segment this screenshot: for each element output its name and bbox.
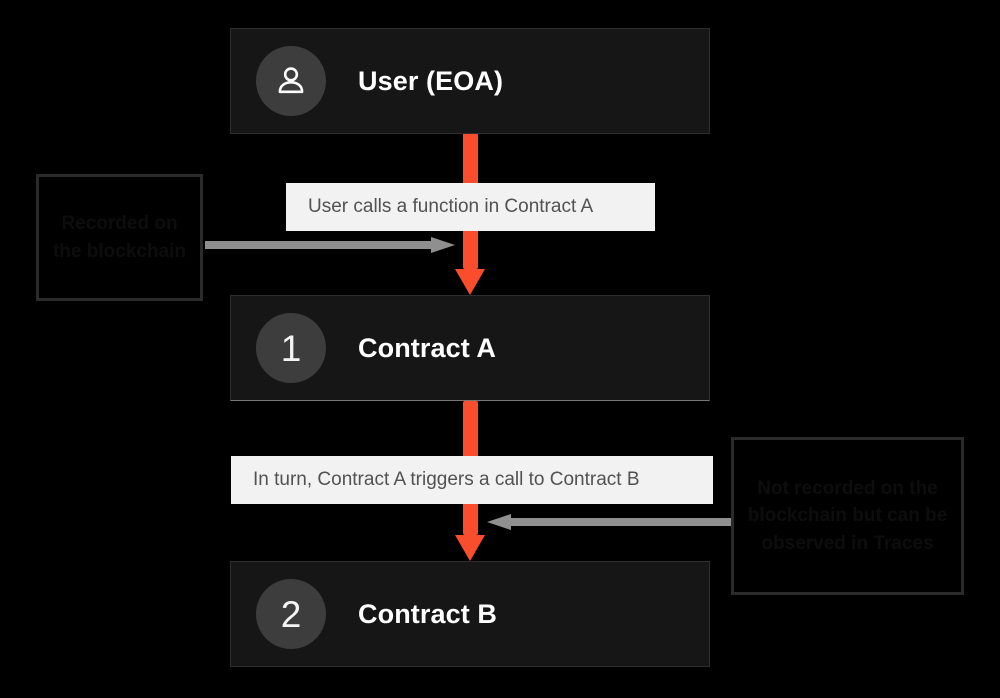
pointer-arrow-left bbox=[487, 514, 735, 530]
caption-contract-a-triggers-contract-b: In turn, Contract A triggers a call to C… bbox=[231, 456, 713, 504]
pointer-head-left-icon bbox=[487, 514, 511, 530]
arrow-head-down-icon bbox=[455, 535, 485, 561]
node-user-eoa[interactable]: User (EOA) bbox=[230, 28, 710, 134]
node-contract-a[interactable]: 1 Contract A bbox=[230, 295, 710, 401]
pointer-shaft bbox=[205, 241, 433, 249]
caption-user-calls-contract-a: User calls a function in Contract A bbox=[286, 183, 655, 231]
arrow-head-down-icon bbox=[455, 269, 485, 295]
node-label: Contract B bbox=[358, 598, 498, 629]
pointer-head-right-icon bbox=[431, 237, 455, 253]
annotation-not-recorded-traces: Not recorded on the blockchain but can b… bbox=[731, 437, 964, 595]
node-label: User (EOA) bbox=[358, 65, 504, 96]
step-number-badge: 1 bbox=[256, 313, 326, 383]
node-label: Contract A bbox=[358, 332, 497, 363]
pointer-shaft bbox=[509, 518, 735, 526]
person-icon bbox=[256, 46, 326, 116]
pointer-arrow-right bbox=[205, 237, 455, 253]
step-number-badge: 2 bbox=[256, 579, 326, 649]
annotation-recorded-on-blockchain: Recorded on the blockchain bbox=[36, 174, 203, 301]
node-contract-b[interactable]: 2 Contract B bbox=[230, 561, 710, 667]
